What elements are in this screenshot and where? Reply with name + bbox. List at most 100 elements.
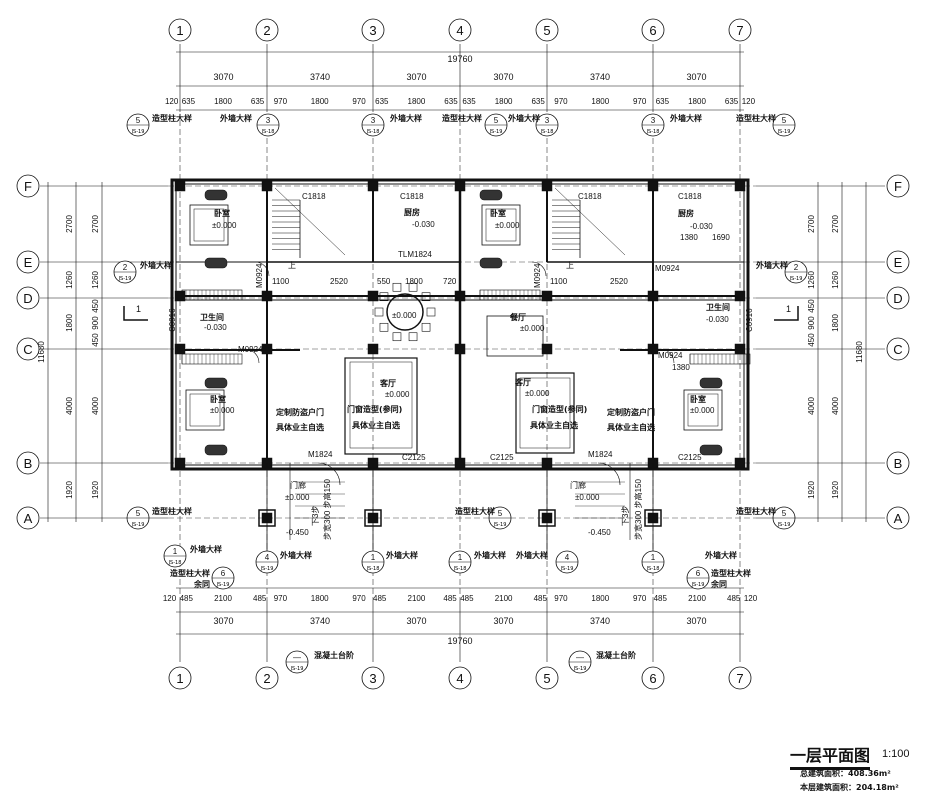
dim-detail-bottom: 970: [554, 594, 568, 603]
detail-label: 造型柱大样: [170, 568, 210, 578]
dim-detail-top: 635: [531, 97, 545, 106]
local-dim: 720: [443, 277, 457, 286]
dim-detail-top: 1800: [495, 97, 513, 106]
note-owner-choice: 具体业主自选: [276, 422, 324, 432]
rect: [689, 353, 751, 365]
rect: [261, 180, 273, 192]
rect: [174, 457, 186, 469]
dim-side-mid: 2700: [65, 215, 74, 233]
note-owner-choice: 具体业主自选: [530, 420, 578, 430]
rect: [261, 290, 273, 302]
nightstand: [479, 189, 503, 201]
rect: [367, 343, 379, 355]
dim-detail-top: 970: [554, 97, 568, 106]
axis-label-x: 7: [736, 671, 743, 686]
rect: [687, 393, 719, 427]
axis-label-x: 5: [543, 671, 550, 686]
room-bedroom-sw: 卧室: [210, 394, 226, 404]
dim-detail-top: 1800: [591, 97, 609, 106]
elev: ±0.000: [385, 390, 410, 399]
rect: [185, 389, 225, 431]
dim-side-inner: 1260: [807, 271, 816, 289]
rect: [683, 389, 723, 431]
elev: -0.030: [706, 315, 729, 324]
dim-bay-top: 3070: [686, 72, 706, 82]
detail-number: 1: [458, 553, 463, 562]
dim-side-mid: 1260: [65, 271, 74, 289]
dim-detail-bottom: 2100: [214, 594, 232, 603]
note-door-window: 门窗造型(参同): [532, 404, 587, 414]
rect: [454, 180, 466, 192]
axis-bubble: [255, 666, 279, 690]
detail-number: 1: [371, 553, 376, 562]
detail-sheet: JS-19: [493, 522, 507, 528]
axis-label-x: 1: [176, 671, 183, 686]
dining-table: [386, 293, 424, 331]
detail-label: 外墙大样: [220, 113, 252, 123]
axis-bubble: [448, 666, 472, 690]
detail-label: 混凝土台阶: [596, 650, 636, 660]
detail-number: 2: [794, 263, 799, 272]
detail-number: 3: [371, 116, 376, 125]
local-dim: 1380: [680, 233, 698, 242]
dim-bay-top: 3740: [590, 72, 610, 82]
axis-label-y: B: [24, 456, 33, 471]
rect: [367, 180, 379, 192]
axis-bubble: [886, 286, 910, 310]
axis-bubble: [641, 18, 665, 42]
door-swing: [597, 462, 621, 486]
dim-bay-bottom: 3740: [590, 616, 610, 626]
drawing-scale: 1:100: [882, 748, 910, 760]
dim-overall-bottom: 19760: [447, 636, 472, 646]
room-bedroom-ne: 卧室: [490, 208, 506, 218]
rect: [174, 180, 186, 192]
dim-bay-bottom: 3740: [310, 616, 330, 626]
dim-detail-bottom: 120: [744, 594, 758, 603]
nightstand: [204, 377, 228, 389]
axis-label-x: 6: [649, 23, 656, 38]
axis-label-x: 7: [736, 23, 743, 38]
dim-detail-top: 970: [274, 97, 288, 106]
rect: [174, 290, 186, 302]
detail-number: 4: [265, 553, 270, 562]
room-bathroom-1: 卫生间: [200, 312, 224, 322]
dim-side-mid: 1800: [831, 314, 840, 332]
step-dim: 步宽300 步高150: [322, 479, 332, 540]
rect: [734, 290, 746, 302]
axis-bubble: [16, 286, 40, 310]
dim-detail-top: 635: [182, 97, 196, 106]
axis-bubble: [448, 18, 472, 42]
room-kitchen-1: 厨房: [404, 207, 420, 217]
door-m0924: M0924: [238, 345, 263, 354]
rect: [454, 457, 466, 469]
section-mark-line: [123, 306, 148, 321]
rect: [170, 178, 750, 471]
axis-label-y: C: [893, 342, 902, 357]
local-dim: 1380: [672, 363, 690, 372]
axis-label-y: E: [894, 255, 903, 270]
detail-number: 5: [498, 509, 503, 518]
note-security-door: 定制防盗户门: [606, 407, 655, 417]
rect: [392, 332, 402, 342]
elev: -0.030: [204, 323, 227, 332]
axis-label-x: 4: [456, 23, 463, 38]
rect: [349, 361, 413, 449]
nightstand: [699, 377, 723, 389]
dim-detail-bottom: 485: [373, 594, 387, 603]
local-dim: 550: [377, 277, 391, 286]
detail-sheet: JS-18: [540, 129, 554, 135]
note-railing: 余同: [710, 579, 727, 589]
dim-detail-bottom: 485: [654, 594, 668, 603]
note-door-window: 门窗造型(参同): [347, 404, 402, 414]
dim-side-mid: 2700: [831, 215, 840, 233]
dim-side-inner: 900: [91, 316, 100, 330]
axis-label-y: A: [24, 511, 33, 526]
nightstand: [204, 189, 228, 201]
door-swing: [531, 261, 547, 277]
stair-up: 上: [566, 261, 574, 270]
rect: [541, 180, 553, 192]
rect: [379, 292, 389, 302]
dim-detail-bottom: 485: [460, 594, 474, 603]
detail-number: 5: [136, 509, 141, 518]
